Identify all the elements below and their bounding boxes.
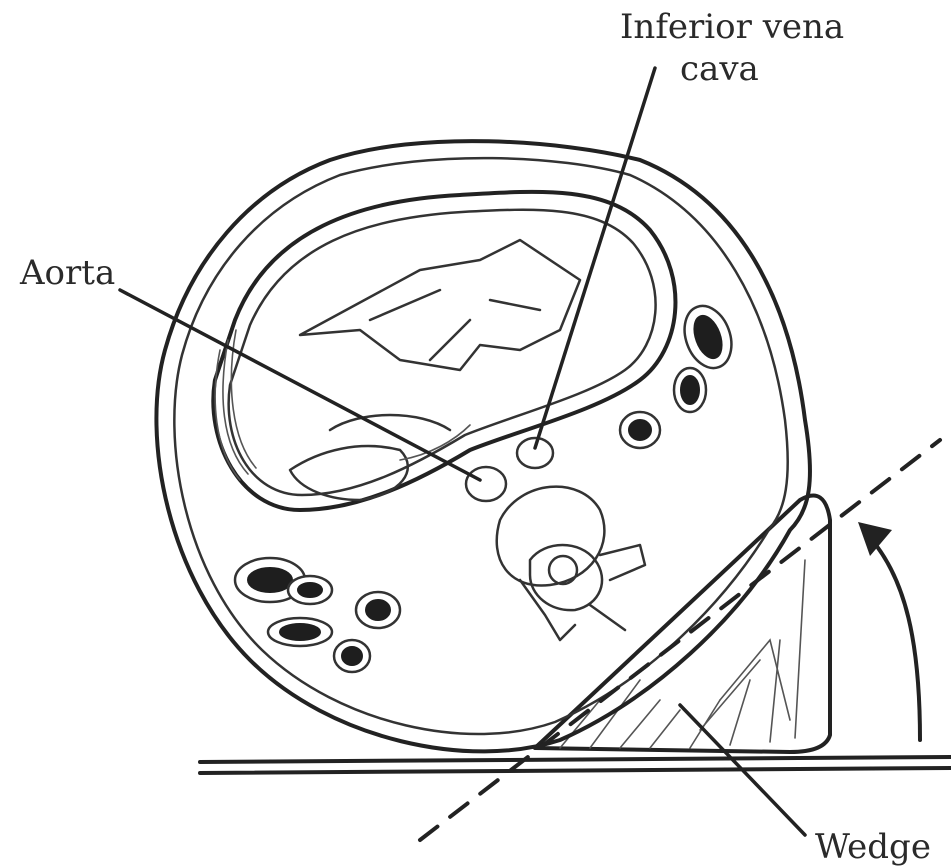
table-surface <box>200 757 951 773</box>
aorta-label: Aorta <box>19 253 115 293</box>
inferior-vena-cava-pointer <box>535 68 655 448</box>
rotation-arrow <box>858 522 920 740</box>
inferior-vena-cava-label-line2: cava <box>680 49 759 89</box>
tilt-axis <box>420 440 940 840</box>
vertebra <box>497 487 645 640</box>
wedge-label: Wedge <box>815 827 931 866</box>
inferior-vena-cava-label: Inferior vena <box>620 7 844 47</box>
aorta-pointer <box>120 290 480 480</box>
